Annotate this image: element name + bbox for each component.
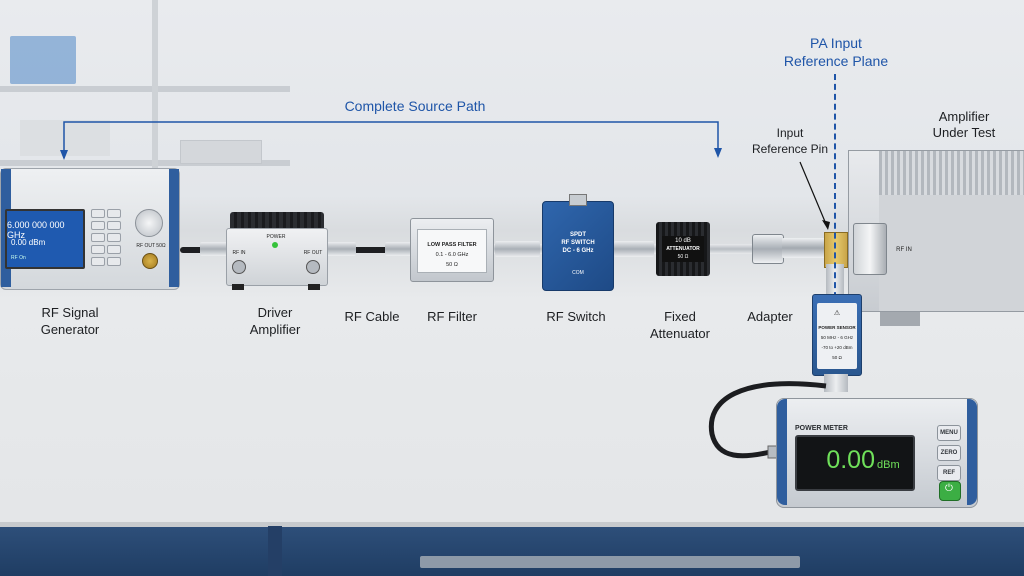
pa-input-reference-plane-label-line2: Reference Plane (783, 53, 889, 69)
driver-rf-in-label: RF IN (232, 250, 246, 256)
power-meter-unit: dBm (877, 459, 900, 471)
rf-filter-label: RF Filter (427, 309, 477, 324)
fixed-attenuator-label-line2: Attenuator (650, 326, 710, 341)
rf-signal-generator-label-line2: Generator (40, 322, 100, 337)
driver-rf-in-connector[interactable] (232, 260, 246, 274)
adapter (752, 234, 784, 264)
zero-button[interactable]: ZERO (937, 445, 961, 461)
fixed-attenuator-label-line1: Fixed (664, 309, 696, 324)
generator-status-on: On (19, 255, 26, 261)
driver-rf-out-label: RF OUT (303, 250, 323, 256)
generator-key[interactable] (91, 245, 105, 254)
generator-key[interactable] (91, 209, 105, 218)
rf-cable-label: RF Cable (344, 309, 400, 324)
amplifier-under-test-label-line2: Under Test (932, 125, 996, 140)
generator-key[interactable] (91, 257, 105, 266)
generator-key[interactable] (107, 221, 121, 230)
driver-amplifier-label-line2: Amplifier (249, 322, 301, 337)
driver-power-led (272, 242, 278, 248)
ref-button[interactable]: REF (937, 465, 961, 481)
rf-signal-generator: 6.000 000 000 GHz 0.00 dBm RF On RF OUT … (0, 168, 180, 290)
power-button[interactable] (939, 481, 961, 501)
dut-rf-in-connector[interactable] (853, 223, 887, 275)
menu-button[interactable]: MENU (937, 425, 961, 441)
attenuator-impedance: 50 Ω (677, 254, 689, 260)
switch-range: DC - 6 GHz (562, 248, 594, 254)
rf-switch: SPDT RF SWITCH DC - 6 GHz COM (542, 194, 614, 291)
attenuator-value: 10 dB (675, 238, 691, 244)
sensor-range: -70 to +20 dBm (821, 345, 853, 350)
generator-key[interactable] (107, 233, 121, 242)
amplifier-under-test-label-line1: Amplifier (938, 109, 990, 124)
switch-com-label: COM (572, 270, 584, 276)
input-reference-pin-label-line1: Input (776, 126, 804, 140)
sensor-impedance: 50 Ω (832, 355, 842, 360)
reference-plane-line (834, 74, 836, 308)
adapter-label: Adapter (747, 309, 793, 324)
dut-rf-in-label: RF IN (896, 247, 912, 253)
generator-frequency: 6.000 000 000 GHz (7, 220, 65, 240)
driver-amplifier-label-line1: Driver (257, 305, 293, 320)
sensor-title: POWER SENSOR (818, 325, 856, 330)
generator-screen (5, 209, 85, 269)
generator-key[interactable] (91, 233, 105, 242)
driver-rf-out-connector[interactable] (306, 260, 320, 274)
generator-power: 0.00 dBm (11, 238, 46, 247)
generator-rf-out-connector[interactable] (142, 253, 158, 269)
rf-signal-generator-label-line1: RF Signal (41, 305, 99, 320)
complete-source-path-label: Complete Source Path (344, 98, 486, 114)
power-meter: POWER METER 0.00 dBm MENU ZERO REF ⏻ (776, 398, 978, 508)
filter-impedance: 50 Ω (446, 262, 458, 268)
generator-knob[interactable] (135, 209, 163, 237)
power-meter-title: POWER METER (795, 425, 848, 432)
amplifier-under-test: RF IN (848, 150, 1024, 312)
generator-key[interactable] (91, 221, 105, 230)
filter-title: LOW PASS FILTER (427, 242, 477, 248)
generator-key[interactable] (107, 209, 121, 218)
low-pass-filter: LOW PASS FILTER 0.1 - 6.0 GHz 50 Ω (410, 218, 494, 282)
power-sensor: ⚠ POWER SENSOR 50 MHz - 6 GHz -70 to +20… (812, 294, 862, 376)
power-meter-screen (795, 435, 915, 491)
power-icon: ⏻ (945, 483, 953, 494)
power-meter-reading: 0.00 (826, 446, 875, 474)
attenuator-label: ATTENUATOR (666, 246, 700, 252)
rf-switch-label: RF Switch (546, 309, 606, 324)
filter-range: 0.1 - 6.0 GHz (435, 252, 469, 258)
input-reference-pin-label-line2: Reference Pin (751, 142, 829, 156)
switch-name: RF SWITCH (561, 240, 595, 246)
generator-key[interactable] (107, 245, 121, 254)
generator-output-label: RF OUT 50Ω (136, 243, 166, 249)
warning-icon: ⚠ (833, 310, 841, 317)
switch-type: SPDT (569, 232, 586, 238)
sensor-frequency: 50 MHz - 6 GHz (820, 335, 854, 340)
generator-status-rf: RF (11, 255, 18, 261)
generator-key[interactable] (107, 257, 121, 266)
driver-power-label: POWER (266, 234, 286, 240)
fixed-attenuator: 10 dB ATTENUATOR 50 Ω (656, 222, 710, 276)
driver-amplifier: POWER RF IN RF OUT (226, 212, 328, 292)
tee-connector (824, 232, 848, 268)
pa-input-reference-plane-label-line1: PA Input (810, 35, 862, 51)
